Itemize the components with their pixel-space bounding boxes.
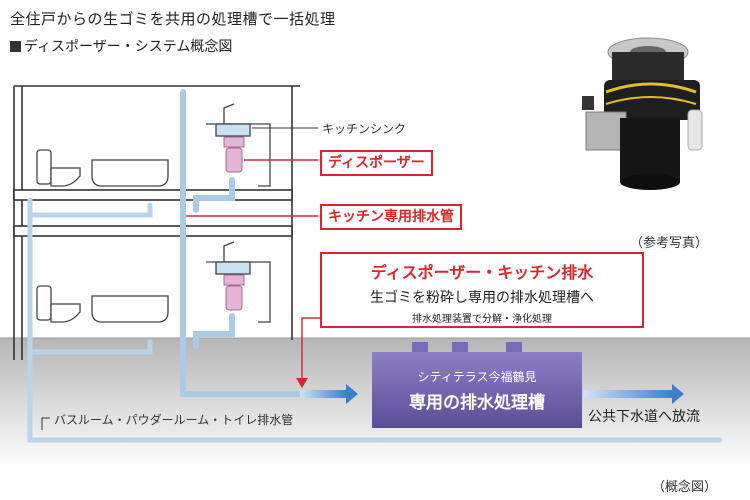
disposer-unit-upper [223,136,245,173]
tank-label-line2: 専用の排水処理槽 [409,393,545,413]
drain-info-box: ディスポーザー・キッチン排水 生ゴミを粉砕し専用の排水処理槽へ 排水処理装置で分… [320,252,644,328]
disposer-photo [582,37,703,190]
public-sewer-label: 公共下水道へ放流 [588,409,700,425]
toilet-lower [36,285,81,323]
subheading: ディスポーザー・システム概念図 [10,36,232,56]
square-bullet-icon [10,41,21,52]
toilet-upper [36,149,81,187]
disposer-unit-lower [223,274,245,311]
disposer-label: ディスポーザー [320,150,433,176]
kitchen-drain-pipe-label: キッチン専用排水管 [320,204,462,230]
bathtub-upper [91,159,169,187]
red-arrow-head [296,378,308,388]
drain-info-line2: 排水処理装置で分解・浄化処理 [412,314,552,325]
bath-drain-label: バスルーム・パウダールーム・トイレ排水管 [54,413,294,427]
photo-caption: （参考写真） [630,236,709,251]
bathtub-lower [91,295,169,323]
flow-arrow-in-head [346,384,358,404]
flow-arrow-out-shaft [584,390,672,398]
subheading-text: ディスポーザー・システム概念図 [24,39,233,55]
drain-info-line1: 生ゴミを粉砕し専用の排水処理槽へ [370,290,594,306]
flow-arrow-in-shaft [300,390,346,398]
treatment-tank [372,342,582,428]
red-leaders [186,159,320,382]
tank-label-line1: シティテラス今福鶴見 [417,370,537,384]
bath-drain-pipes [27,197,723,443]
kitchen-sink-label: キッチンシンク [322,122,407,136]
kitchen-drain-riser [180,89,303,397]
bath-drain-leader [41,417,50,430]
tank-label: シティテラス今福鶴見 専用の排水処理槽 [372,368,582,413]
diagram-caption: （概念図） [652,480,718,495]
drain-info-title: ディスポーザー・キッチン排水 [370,263,594,282]
flow-arrow-out-head [672,384,684,404]
building [13,85,300,360]
headline: 全住戸からの生ゴミを共用の処理槽で一括処理 [10,10,336,28]
